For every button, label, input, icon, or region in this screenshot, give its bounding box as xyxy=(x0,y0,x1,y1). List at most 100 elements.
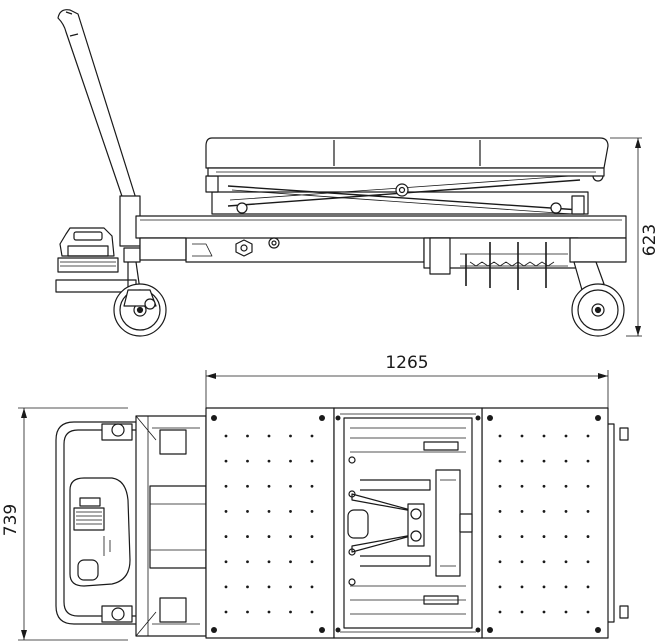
perforation-hole xyxy=(267,434,271,438)
front-frame-top xyxy=(135,415,207,637)
top-view: 1265 739 xyxy=(1,353,629,641)
perforation-hole xyxy=(224,560,228,564)
perforation-hole xyxy=(224,434,228,438)
perforation-hole xyxy=(224,484,228,488)
perforation-hole xyxy=(564,585,568,589)
perforation-hole xyxy=(520,510,524,513)
perforation-hole xyxy=(267,585,271,589)
perforation-hole xyxy=(542,585,546,589)
perforation-hole xyxy=(542,434,546,438)
perforation-hole xyxy=(310,610,314,614)
perforation-hole xyxy=(586,434,590,438)
perforation-hole xyxy=(520,535,524,538)
base-chassis xyxy=(135,215,627,290)
perforation-hole xyxy=(310,585,314,589)
perforation-hole xyxy=(498,434,502,438)
perforation-hole xyxy=(564,434,568,438)
perforation-hole xyxy=(267,610,271,614)
perforation-hole xyxy=(224,585,228,589)
perforation-hole xyxy=(542,535,546,538)
perforation-hole xyxy=(586,459,590,463)
perforation-hole xyxy=(586,585,590,589)
deck-panel-right xyxy=(481,407,609,639)
rear-bracket-top xyxy=(619,427,629,441)
perforation-hole xyxy=(520,434,524,438)
perforation-hole xyxy=(267,484,271,488)
height-dimension: 623 xyxy=(610,137,657,337)
perforation-hole xyxy=(289,434,292,438)
perforation-hole xyxy=(564,535,568,538)
perforation-hole xyxy=(498,535,502,538)
perforation-hole xyxy=(246,484,249,488)
perforation-hole xyxy=(498,484,502,488)
perforation-hole xyxy=(498,585,502,589)
perforation-hole xyxy=(310,434,314,438)
length-dimension: 1265 xyxy=(205,353,609,408)
side-view: 623 xyxy=(55,9,657,337)
perforation-hole xyxy=(289,484,292,488)
table-top xyxy=(205,137,609,177)
right-edge-trim xyxy=(608,423,615,623)
perforation-hole xyxy=(564,484,568,488)
perforation-hole xyxy=(289,535,292,538)
deck-panel-left xyxy=(205,407,335,639)
perforation-hole xyxy=(520,459,524,463)
perforation-hole xyxy=(246,560,249,564)
perforation-hole xyxy=(520,560,524,564)
rear-caster xyxy=(571,261,625,337)
perforation-hole xyxy=(310,459,314,463)
perforation-hole xyxy=(564,610,568,614)
perforation-hole xyxy=(498,510,502,513)
perforation-hole xyxy=(224,510,228,513)
perforation-hole xyxy=(246,585,249,589)
width-label: 739 xyxy=(1,504,21,536)
perforation-hole xyxy=(586,560,590,564)
perforation-hole xyxy=(289,610,292,614)
perforation-hole xyxy=(289,560,292,564)
perforation-hole xyxy=(289,510,292,513)
perforation-hole xyxy=(267,510,271,513)
perforation-hole xyxy=(289,585,292,589)
center-opening xyxy=(333,407,483,639)
perforation-hole xyxy=(586,610,590,614)
push-handle xyxy=(57,9,141,247)
width-dimension: 739 xyxy=(1,407,128,641)
perforation-hole xyxy=(267,459,271,463)
perforation-hole xyxy=(310,484,314,488)
perforation-hole xyxy=(310,510,314,513)
perforation-hole xyxy=(586,535,590,538)
perforation-hole xyxy=(224,610,228,614)
perforation-hole xyxy=(520,585,524,589)
perforation-hole xyxy=(586,510,590,513)
perforation-hole xyxy=(586,484,590,488)
perforation-hole xyxy=(224,535,228,538)
perforation-hole xyxy=(542,510,546,513)
perforation-hole xyxy=(564,560,568,564)
perforation-hole xyxy=(310,560,314,564)
perforation-hole xyxy=(267,560,271,564)
length-label: 1265 xyxy=(385,353,428,373)
perforation-hole xyxy=(246,510,249,513)
front-caster xyxy=(113,247,167,337)
perforation-hole xyxy=(498,459,502,463)
perforation-hole xyxy=(542,610,546,614)
perforation-hole xyxy=(542,484,546,488)
height-label: 623 xyxy=(640,224,657,256)
perforation-hole xyxy=(498,610,502,614)
perforation-hole xyxy=(498,560,502,564)
perforation-hole xyxy=(246,434,249,438)
perforation-hole xyxy=(246,459,249,463)
handle-loop-top xyxy=(55,421,136,625)
perforation-hole xyxy=(520,484,524,488)
perforation-hole xyxy=(542,560,546,564)
scissor-lift xyxy=(205,170,604,215)
pump-top xyxy=(69,477,131,587)
perforation-hole xyxy=(520,610,524,614)
perforation-hole xyxy=(246,610,249,614)
perforation-hole xyxy=(542,459,546,463)
perforation-hole xyxy=(224,459,228,463)
perforation-hole xyxy=(564,459,568,463)
perforation-hole xyxy=(289,459,292,463)
perforation-hole xyxy=(564,510,568,513)
